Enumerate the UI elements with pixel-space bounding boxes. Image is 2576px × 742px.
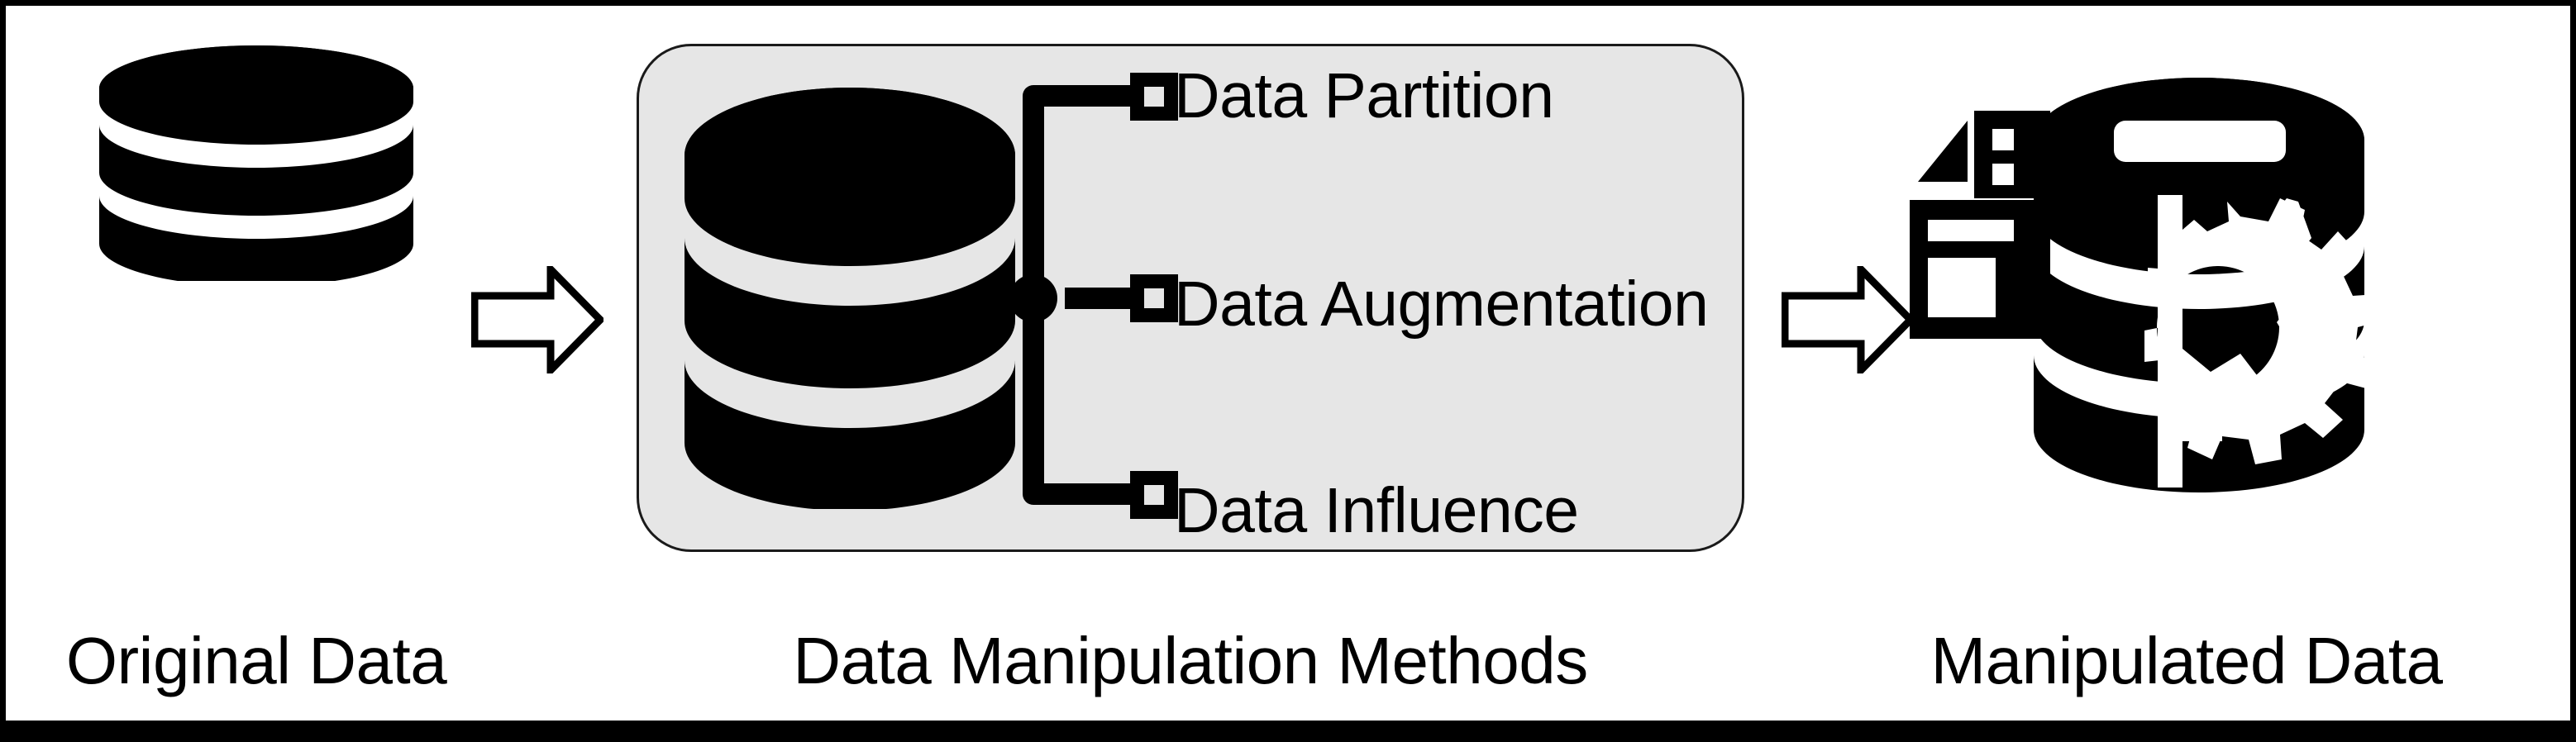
- right-arrow-icon: [1781, 260, 1916, 379]
- data-manipulation-methods-panel: [637, 44, 1744, 552]
- caption-manipulated-data: Manipulated Data: [1930, 624, 2443, 697]
- manipulated-database-glyph: [1910, 78, 2383, 492]
- frame-border-top: [0, 0, 2576, 6]
- database-cylinder-glyph: [99, 45, 413, 287]
- database-cylinder-icon-methods: [685, 88, 1015, 513]
- caption-data-manipulation-methods: Data Manipulation Methods: [793, 624, 1588, 697]
- frame-border-bottom: [0, 721, 2576, 742]
- manipulated-database-gear-icon: [1910, 25, 2422, 545]
- arrow-original-to-methods: [470, 260, 606, 379]
- method-label-partition: Data Partition: [1174, 60, 1554, 131]
- method-label-augmentation: Data Augmentation: [1174, 269, 1709, 340]
- frame-border-left: [0, 0, 6, 723]
- frame-border-right: [2570, 0, 2576, 723]
- database-cylinder-glyph: [685, 88, 1015, 511]
- arrow-methods-to-manipulated: [1781, 260, 1916, 379]
- method-label-influence: Data Influence: [1174, 475, 1579, 546]
- caption-original-data: Original Data: [65, 624, 447, 697]
- right-arrow-icon: [470, 260, 606, 379]
- database-cylinder-icon-original: [99, 45, 413, 287]
